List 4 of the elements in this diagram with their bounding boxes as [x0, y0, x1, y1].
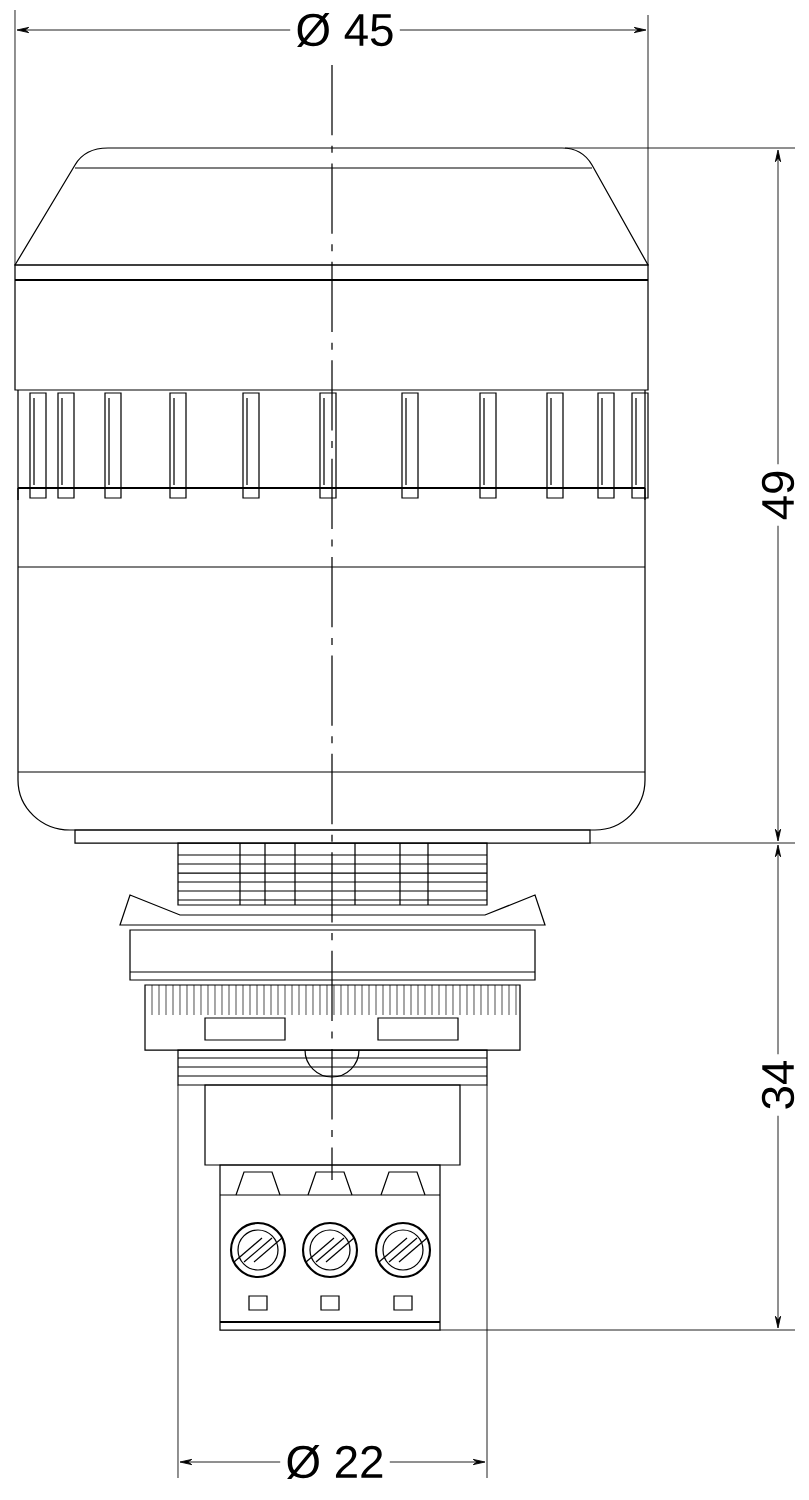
- dimension-label: 49: [756, 464, 800, 526]
- dimension-label: Ø 45: [290, 7, 400, 53]
- dimension-label: 34: [756, 1054, 800, 1116]
- dimension-label: Ø 22: [280, 1439, 390, 1485]
